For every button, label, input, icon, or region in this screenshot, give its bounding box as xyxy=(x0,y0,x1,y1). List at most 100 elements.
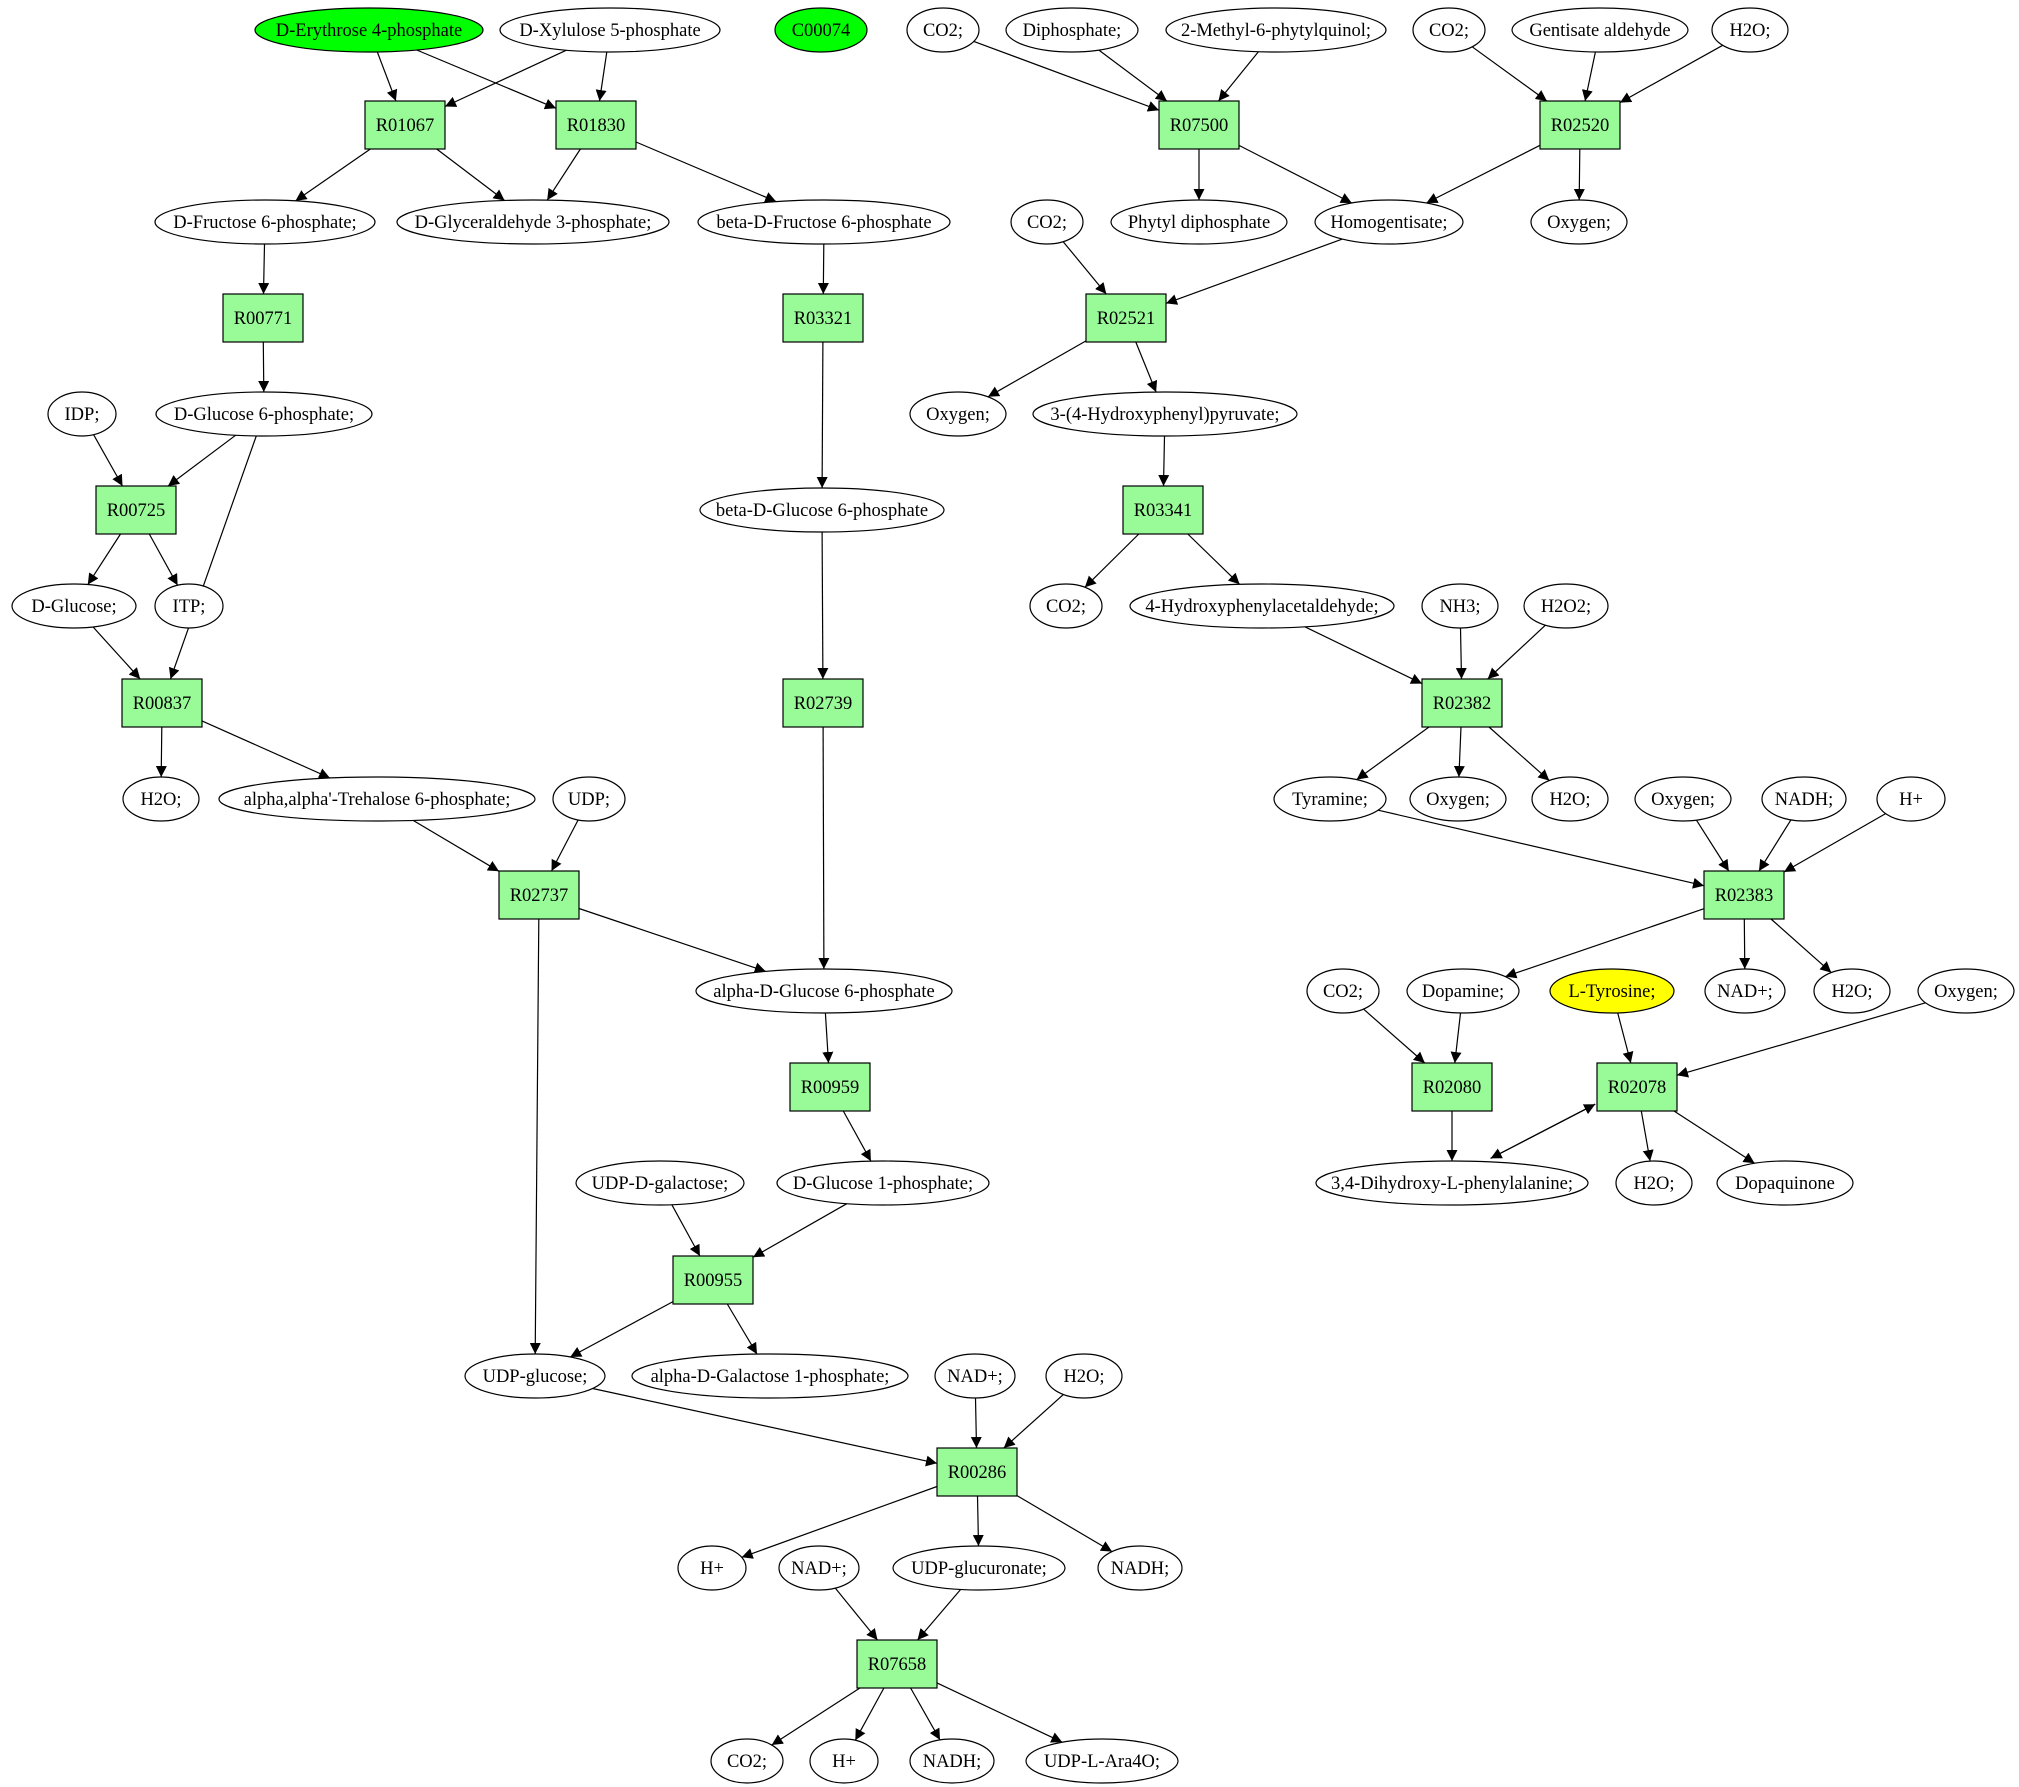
compound-node-nadplus_c[interactable]: NAD+; xyxy=(778,1545,860,1591)
edge-R00286-to-udpglucuronate xyxy=(972,1495,984,1547)
reaction-node-r03321[interactable]: R03321 xyxy=(782,293,864,343)
compound-node-idp[interactable]: IDP; xyxy=(47,391,117,437)
reaction-node-r01067[interactable]: R01067 xyxy=(364,100,446,150)
compound-node-nadh_b[interactable]: NADH; xyxy=(1097,1545,1183,1591)
compound-node-bfructose6p[interactable]: beta-D-Fructose 6-phosphate xyxy=(697,199,951,245)
compound-node-h2o2[interactable]: H2O2; xyxy=(1523,583,1609,629)
node-label: CO2; xyxy=(1046,597,1086,617)
compound-node-co2_b[interactable]: CO2; xyxy=(1412,7,1486,53)
compound-node-glucose6p[interactable]: D-Glucose 6-phosphate; xyxy=(155,391,373,437)
reaction-node-r00837[interactable]: R00837 xyxy=(121,678,203,728)
compound-ellipse xyxy=(1110,199,1288,245)
compound-node-co2_a[interactable]: CO2; xyxy=(906,7,980,53)
compound-node-udpglucose[interactable]: UDP-glucose; xyxy=(464,1353,606,1399)
compound-node-nh3[interactable]: NH3; xyxy=(1421,583,1499,629)
compound-node-diphosphate[interactable]: Diphosphate; xyxy=(1005,7,1139,53)
compound-node-udpglucuronate[interactable]: UDP-glucuronate; xyxy=(892,1545,1066,1591)
reaction-node-r07500[interactable]: R07500 xyxy=(1158,100,1240,150)
node-label: UDP-L-Ara4O; xyxy=(1044,1752,1160,1772)
compound-node-methylphytyl[interactable]: 2-Methyl-6-phytylquinol; xyxy=(1165,7,1387,53)
reaction-node-r02383[interactable]: R02383 xyxy=(1703,870,1785,920)
node-label: R01830 xyxy=(567,116,626,136)
compound-node-oxygen_e[interactable]: Oxygen; xyxy=(1917,968,2015,1014)
compound-node-udp[interactable]: UDP; xyxy=(552,776,626,822)
compound-node-nadplus_b[interactable]: NAD+; xyxy=(934,1353,1016,1399)
compound-node-bglucose6p[interactable]: beta-D-Glucose 6-phosphate xyxy=(699,487,945,533)
compound-node-oxygen_d[interactable]: Oxygen; xyxy=(1634,776,1732,822)
compound-node-gentisate[interactable]: Gentisate aldehyde xyxy=(1511,7,1689,53)
compound-ellipse xyxy=(1634,776,1732,822)
compound-ellipse xyxy=(699,487,945,533)
compound-node-hplus_c[interactable]: H+ xyxy=(809,1738,879,1784)
reaction-node-r00725[interactable]: R00725 xyxy=(95,485,177,535)
reaction-node-r02739[interactable]: R02739 xyxy=(782,678,864,728)
compound-node-h2o_a[interactable]: H2O; xyxy=(1711,7,1789,53)
compound-node-co2_c[interactable]: CO2; xyxy=(1010,199,1084,245)
compound-node-nadh_c[interactable]: NADH; xyxy=(909,1738,995,1784)
reaction-node-r03341[interactable]: R03341 xyxy=(1122,485,1204,535)
reaction-node-r00955[interactable]: R00955 xyxy=(672,1255,754,1305)
compound-node-phytyl[interactable]: Phytyl diphosphate xyxy=(1110,199,1288,245)
compound-node-oxygen_a[interactable]: Oxygen; xyxy=(1530,199,1628,245)
compound-node-oxygen_b[interactable]: Oxygen; xyxy=(909,391,1007,437)
reaction-node-r00959[interactable]: R00959 xyxy=(789,1062,871,1112)
compound-node-hpaa[interactable]: 4-Hydroxyphenylacetaldehyde; xyxy=(1129,583,1395,629)
compound-node-h2o_d[interactable]: H2O; xyxy=(1813,968,1891,1014)
compound-node-trehalose6p[interactable]: alpha,alpha'-Trehalose 6-phosphate; xyxy=(218,776,536,822)
compound-node-fructose6p[interactable]: D-Fructose 6-phosphate; xyxy=(154,199,376,245)
compound-node-nadplus_a[interactable]: NAD+; xyxy=(1704,968,1786,1014)
edge-R07658-to-hplus_c xyxy=(854,1687,885,1741)
reaction-node-r02521[interactable]: R02521 xyxy=(1085,293,1167,343)
node-label: UDP-D-galactose; xyxy=(592,1174,729,1194)
compound-node-h2o_b[interactable]: H2O; xyxy=(122,776,200,822)
compound-node-dopa[interactable]: 3,4-Dihydroxy-L-phenylalanine; xyxy=(1315,1160,1589,1206)
reaction-node-r00286[interactable]: R00286 xyxy=(936,1447,1018,1497)
compound-node-aglucose6p[interactable]: alpha-D-Glucose 6-phosphate xyxy=(695,968,953,1014)
compound-node-glucose1p[interactable]: D-Glucose 1-phosphate; xyxy=(776,1160,990,1206)
compound-node-hpp[interactable]: 3-(4-Hydroxyphenyl)pyruvate; xyxy=(1032,391,1298,437)
node-label: D-Glucose 1-phosphate; xyxy=(793,1174,973,1194)
compound-ellipse xyxy=(1315,1160,1589,1206)
compound-node-oxygen_c[interactable]: Oxygen; xyxy=(1409,776,1507,822)
compound-node-udpara[interactable]: UDP-L-Ara4O; xyxy=(1025,1738,1179,1784)
compound-ellipse xyxy=(1711,7,1789,53)
compound-node-co2_e[interactable]: CO2; xyxy=(1306,968,1380,1014)
compound-node-itp[interactable]: ITP; xyxy=(154,583,224,629)
compound-node-co2_d[interactable]: CO2; xyxy=(1029,583,1103,629)
compound-node-c00074[interactable]: C00074 xyxy=(774,7,868,53)
reaction-node-r02382[interactable]: R02382 xyxy=(1421,678,1503,728)
edge-R02521-to-oxygen_b xyxy=(987,340,1087,398)
reaction-node-r02737[interactable]: R02737 xyxy=(498,870,580,920)
reaction-node-r01830[interactable]: R01830 xyxy=(555,100,637,150)
reaction-node-r02520[interactable]: R02520 xyxy=(1539,100,1621,150)
compound-node-dopaquinone[interactable]: Dopaquinone xyxy=(1716,1160,1854,1206)
node-label: D-Glucose 6-phosphate; xyxy=(174,405,354,425)
reaction-node-r00771[interactable]: R00771 xyxy=(222,293,304,343)
compound-node-h2o_c[interactable]: H2O; xyxy=(1531,776,1609,822)
compound-node-hplus_b[interactable]: H+ xyxy=(677,1545,747,1591)
compound-node-h2o_f[interactable]: H2O; xyxy=(1045,1353,1123,1399)
compound-ellipse xyxy=(1876,776,1946,822)
reaction-node-r02080[interactable]: R02080 xyxy=(1411,1062,1493,1112)
reaction-box xyxy=(789,1062,871,1112)
compound-node-glyceraldehyde[interactable]: D-Glyceraldehyde 3-phosphate; xyxy=(396,199,670,245)
edge-hpp-to-R03341 xyxy=(1158,435,1170,487)
compound-node-xylulose[interactable]: D-Xylulose 5-phosphate xyxy=(499,7,721,53)
compound-node-homogentisate[interactable]: Homogentisate; xyxy=(1314,199,1464,245)
compound-node-nadh_a[interactable]: NADH; xyxy=(1761,776,1847,822)
edge-tyrosine-to-R02078 xyxy=(1617,1012,1634,1064)
compound-node-dopamine[interactable]: Dopamine; xyxy=(1406,968,1520,1014)
reaction-node-r07658[interactable]: R07658 xyxy=(856,1639,938,1689)
compound-node-co2_f[interactable]: CO2; xyxy=(710,1738,784,1784)
compound-node-tyrosine[interactable]: L-Tyrosine; xyxy=(1549,968,1675,1014)
compound-node-h2o_e[interactable]: H2O; xyxy=(1615,1160,1693,1206)
compound-node-udpgalactose[interactable]: UDP-D-galactose; xyxy=(575,1160,745,1206)
compound-node-erythrose[interactable]: D-Erythrose 4-phosphate xyxy=(254,7,484,53)
reaction-node-r02078[interactable]: R02078 xyxy=(1596,1062,1678,1112)
compound-node-galactose1p[interactable]: alpha-D-Galactose 1-phosphate; xyxy=(631,1353,909,1399)
node-label: R02521 xyxy=(1097,309,1156,329)
compound-node-hplus_a[interactable]: H+ xyxy=(1876,776,1946,822)
node-label: 3,4-Dihydroxy-L-phenylalanine; xyxy=(1331,1174,1573,1194)
compound-node-tyramine[interactable]: Tyramine; xyxy=(1273,776,1387,822)
compound-node-dglucose[interactable]: D-Glucose; xyxy=(11,583,137,629)
